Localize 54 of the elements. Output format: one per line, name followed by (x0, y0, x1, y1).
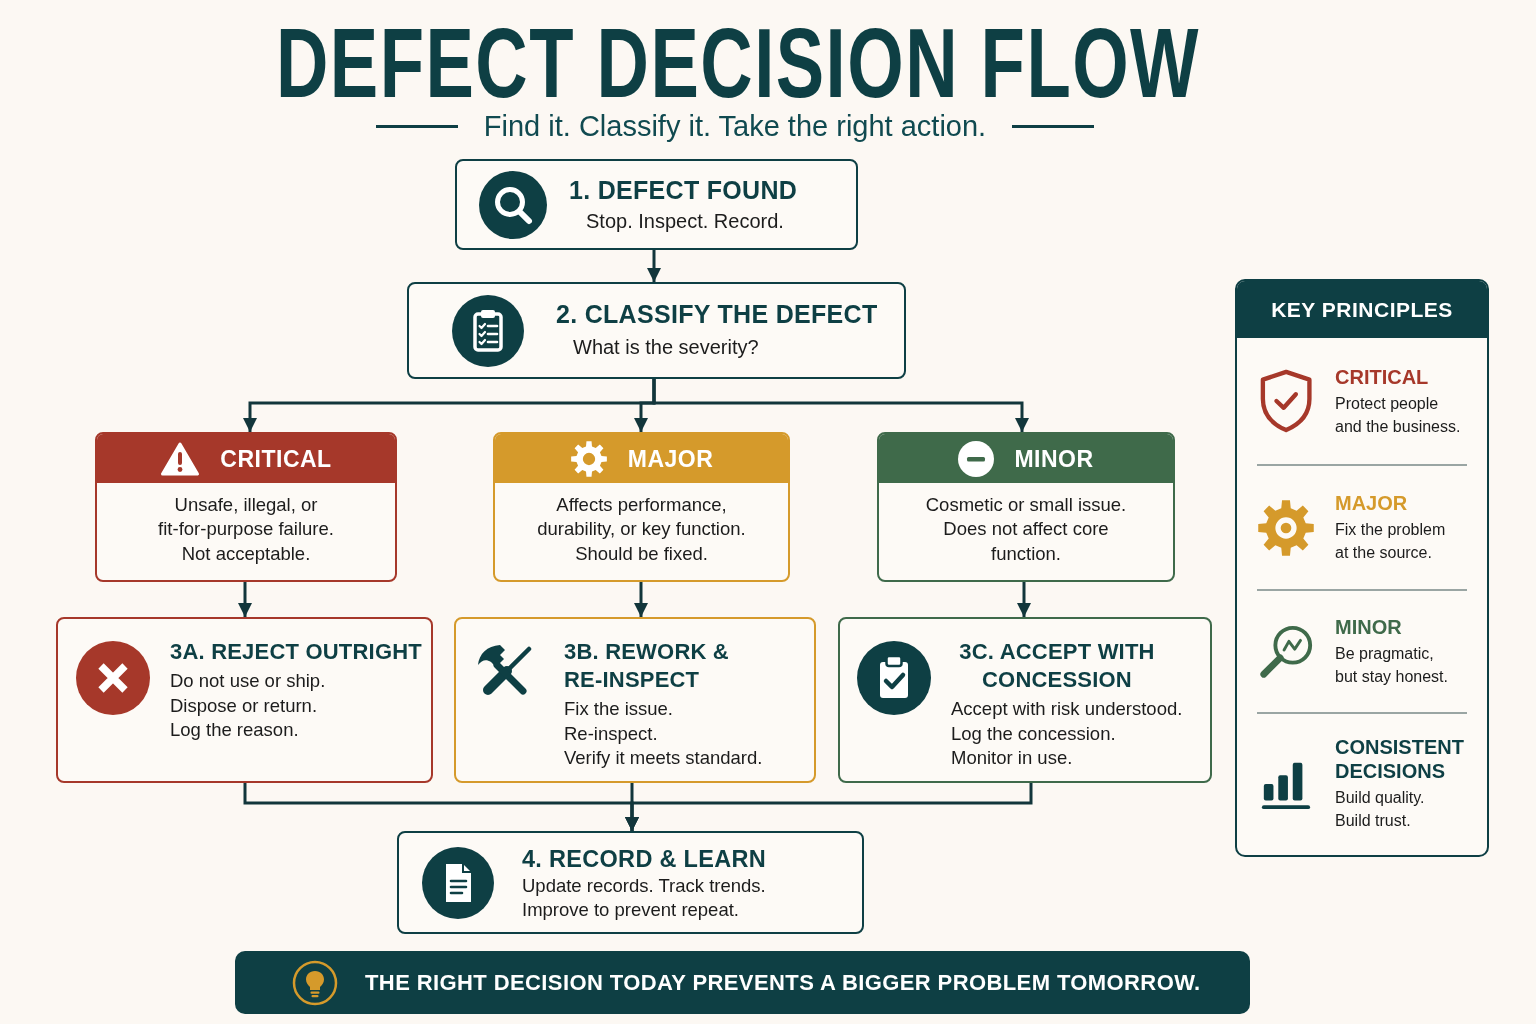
card-title: MAJOR (627, 444, 714, 474)
card-description: Unsafe, illegal, or fit-for-purpose failure. Not acceptable. (157, 492, 335, 566)
step-description: Improve to prevent repeat. (522, 897, 739, 922)
action-step: Fix the issue. (564, 697, 673, 722)
principle-text: Build quality. Build trust. (1335, 788, 1426, 831)
action-title: 3C. ACCEPT WITH CONCESSION (958, 638, 1156, 694)
principle-title: CRITICAL (1335, 364, 1429, 389)
flow-arrow (625, 783, 1033, 831)
step-title: 4. RECORD & LEARN (522, 844, 767, 874)
flow-arrow (652, 379, 1029, 432)
panel-heading: KEY PRINCIPLES (1237, 281, 1487, 338)
action-step: Verify it meets standard. (564, 746, 763, 771)
step-description: Update records. Track trends. (522, 873, 766, 898)
severity-card (493, 432, 790, 582)
severity-card (877, 432, 1175, 582)
process-box (455, 159, 858, 250)
action-box (838, 617, 1212, 783)
flow-arrow (238, 582, 252, 617)
step-title: 1. DEFECT FOUND (569, 174, 798, 206)
banner-text: THE RIGHT DECISION TODAY PREVENTS A BIGGER PROBLEM TOMORROW. (365, 969, 1201, 996)
severity-card (95, 432, 397, 582)
principle-text: Protect people and the business. (1335, 393, 1462, 437)
action-step: Log the concession. (951, 721, 1116, 746)
flow-arrow (1017, 582, 1031, 617)
process-box (397, 831, 864, 934)
card-description: Affects performance, durability, or key function. Should be fixed. (536, 492, 747, 566)
principle-text: Be pragmatic, but stay honest. (1335, 644, 1449, 687)
subtitle: Find it. Classify it. Take the right action. (483, 109, 987, 144)
action-step: Log the reason. (170, 718, 299, 743)
action-box (56, 617, 433, 783)
action-step: Dispose or return. (170, 693, 318, 718)
step-description: What is the severity? (573, 335, 759, 360)
principles-panel (1235, 279, 1489, 857)
action-step: Re-inspect. (564, 721, 658, 746)
principle-title: MAJOR (1335, 491, 1408, 515)
card-description: Cosmetic or small issue. Does not affect core function. (924, 492, 1128, 566)
action-box (454, 617, 816, 783)
principle-title: CONSISTENT DECISIONS (1335, 735, 1465, 783)
flow-arrow (634, 582, 648, 617)
card-title: MINOR (1014, 444, 1094, 474)
title: DEFECT DECISION FLOW (276, 19, 1200, 108)
action-step: Accept with risk understood. (951, 697, 1183, 722)
action-step: Monitor in use. (951, 746, 1073, 771)
banner (235, 951, 1250, 1014)
action-step: Do not use or ship. (170, 669, 326, 694)
step-description: Stop. Inspect. Record. (586, 208, 784, 234)
step-title: 2. CLASSIFY THE DEFECT (556, 299, 878, 330)
flow-arrow (647, 250, 661, 282)
process-box (407, 282, 906, 379)
card-title: CRITICAL (220, 444, 332, 474)
action-title: 3B. REWORK & RE-INSPECT (564, 638, 730, 694)
principle-title: MINOR (1335, 615, 1402, 639)
principle-text: Fix the problem at the source. (1335, 520, 1447, 563)
action-title: 3A. REJECT OUTRIGHT (170, 638, 422, 666)
